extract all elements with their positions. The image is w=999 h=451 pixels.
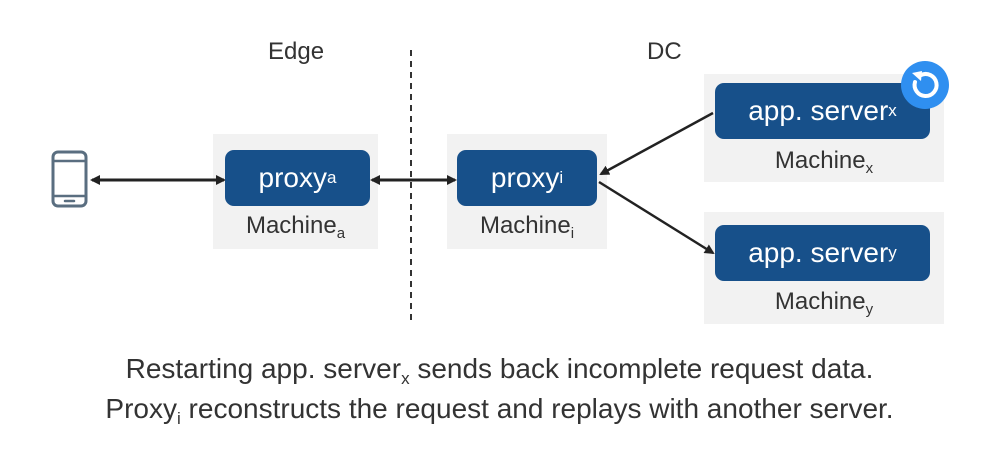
caption-1-post: sends back incomplete request data. bbox=[409, 353, 874, 384]
machine-x-name: Machine bbox=[774, 147, 866, 174]
caption-line-2: Proxyi reconstructs the request and repl… bbox=[0, 393, 999, 428]
caption-2-sub: i bbox=[176, 409, 181, 428]
server-x-name: app. server bbox=[748, 95, 889, 126]
machine-a-sub: a bbox=[336, 225, 346, 242]
machine-i-label: Machinei bbox=[447, 212, 607, 242]
arrow-server-x-proxy-i bbox=[599, 111, 714, 176]
machine-x-label: Machinex bbox=[704, 147, 944, 177]
machine-a-name: Machine bbox=[245, 212, 337, 239]
machine-i-name: Machine bbox=[479, 212, 571, 239]
arrow-proxy-i-server-y bbox=[598, 180, 715, 255]
caption-2-post: reconstructs the request and replays wit… bbox=[180, 393, 894, 424]
edge-zone-label: Edge bbox=[268, 38, 325, 65]
machine-x-sub: x bbox=[865, 160, 874, 177]
server-y-name: app. server bbox=[748, 237, 889, 268]
caption-1-sub: x bbox=[401, 369, 410, 388]
machine-y-sub: y bbox=[865, 301, 874, 318]
proxy-i-name: proxy bbox=[490, 162, 560, 193]
caption-2-pre: Proxy bbox=[105, 393, 177, 424]
dc-zone-label: DC bbox=[647, 38, 682, 65]
restart-icon bbox=[901, 61, 949, 109]
caption-line-1: Restarting app. serverx sends back incom… bbox=[0, 353, 999, 388]
machine-a-label: Machinea bbox=[213, 212, 378, 242]
machine-y-name: Machine bbox=[774, 288, 866, 315]
machine-y-label: Machiney bbox=[704, 288, 944, 318]
machine-i-sub: i bbox=[570, 225, 575, 242]
smartphone-icon bbox=[51, 150, 88, 208]
proxy-a-name: proxy bbox=[258, 162, 327, 193]
caption-1-pre: Restarting app. server bbox=[125, 353, 402, 384]
